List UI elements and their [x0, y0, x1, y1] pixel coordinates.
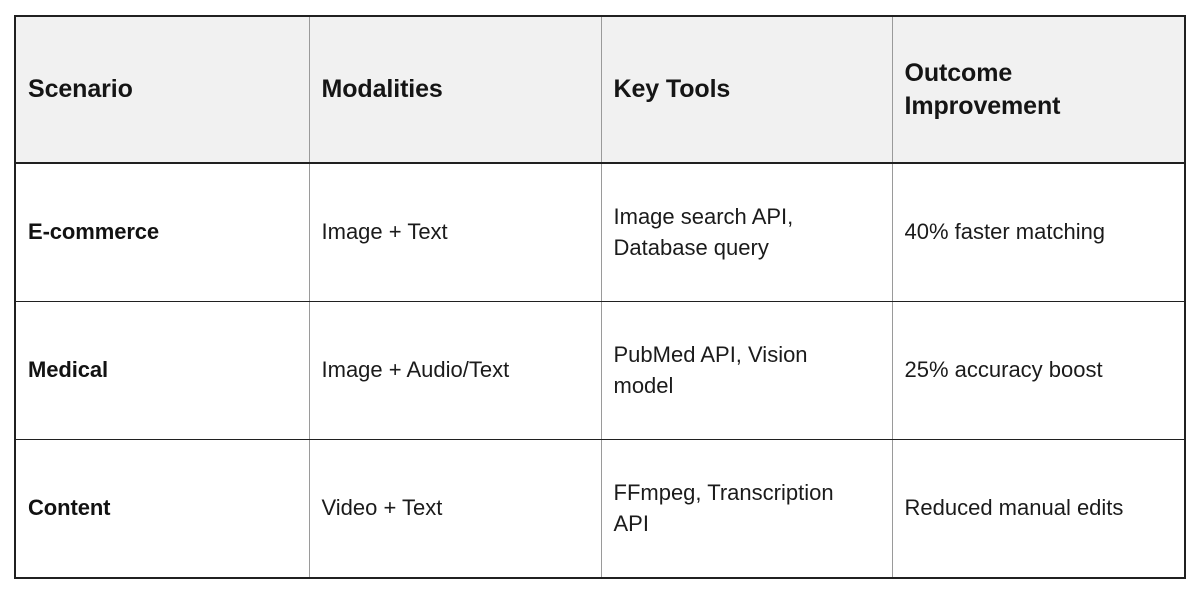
column-header-scenario: Scenario — [15, 16, 310, 164]
column-header-key-tools: Key Tools — [601, 16, 893, 164]
table-row: E-commerce Image + Text Image search API… — [15, 163, 1185, 302]
cell-modalities: Image + Audio/Text — [309, 301, 602, 440]
column-header-outcome-improvement: Outcome Improvement — [892, 16, 1185, 164]
table-container: Scenario Modalities Key Tools Outcome Im… — [14, 15, 1186, 579]
column-header-modalities-line-1: Modalities — [321, 75, 443, 103]
cell-key-tools-line-2: model — [613, 372, 674, 398]
cell-outcome-improvement: 40% faster matching — [892, 163, 1185, 302]
cell-scenario: Content — [15, 439, 310, 578]
table-body: E-commerce Image + Text Image search API… — [15, 163, 1185, 578]
multimodal-scenarios-table: Scenario Modalities Key Tools Outcome Im… — [14, 15, 1186, 579]
cell-key-tools: FFmpeg, Transcription API — [601, 439, 893, 578]
cell-outcome-improvement: Reduced manual edits — [904, 495, 1124, 521]
cell-modalities: Video + Text — [309, 439, 602, 578]
column-header-outcome-improvement-line-1: Outcome — [904, 58, 1013, 87]
column-header-modalities: Modalities — [309, 16, 602, 164]
cell-key-tools-line-1: PubMed API, Vision — [613, 342, 808, 368]
table-header: Scenario Modalities Key Tools Outcome Im… — [15, 16, 1185, 164]
column-header-outcome-improvement-line-2: Improvement — [904, 91, 1061, 120]
cell-key-tools-line-1: Image search API, — [613, 204, 794, 230]
column-header-key-tools-line-1: Key Tools — [613, 75, 731, 103]
cell-key-tools: Image search API, Database query — [601, 163, 893, 302]
cell-scenario: E-commerce — [15, 163, 310, 302]
cell-key-tools-line-1: FFmpeg, Transcription — [613, 480, 834, 506]
table-header-row: Scenario Modalities Key Tools Outcome Im… — [15, 16, 1185, 164]
cell-key-tools-line-2: Database query — [613, 234, 769, 260]
cell-key-tools-line-2: API — [613, 510, 649, 536]
table-row: Content Video + Text FFmpeg, Transcripti… — [15, 439, 1185, 578]
cell-scenario: Medical — [15, 301, 310, 440]
cell-modalities: Image + Text — [309, 163, 602, 302]
table-row: Medical Image + Audio/Text PubMed API, V… — [15, 301, 1185, 440]
cell-key-tools: PubMed API, Vision model — [601, 301, 893, 440]
column-header-scenario-line-1: Scenario — [28, 75, 133, 103]
cell-outcome-improvement: 25% accuracy boost — [892, 301, 1185, 440]
